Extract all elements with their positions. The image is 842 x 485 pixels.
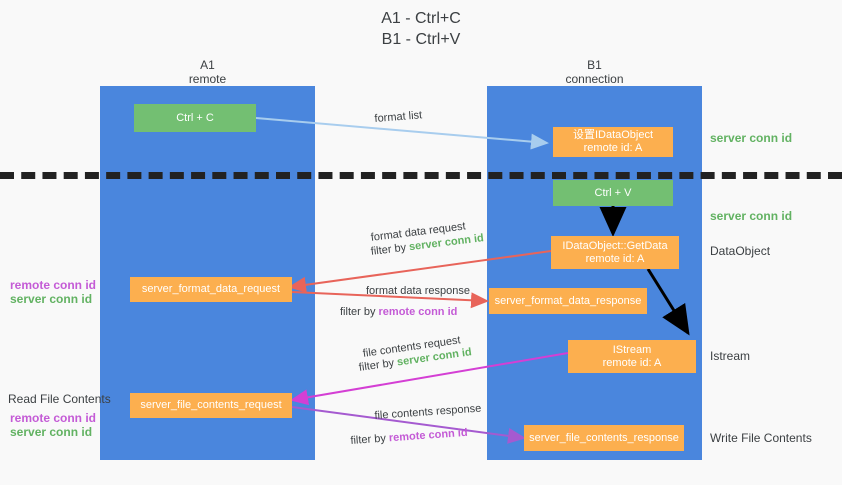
edge-label-format-data-response: format data response [366, 285, 470, 297]
phase-divider [0, 172, 842, 179]
arrow-file-contents-response [291, 406, 526, 444]
column-header-b1-sub: connection [565, 72, 624, 86]
column-header-b1: B1 connection [487, 58, 702, 86]
filter-value-remote-conn-id: remote conn id [378, 306, 458, 318]
label-server-conn-id-mid: server conn id [710, 209, 793, 223]
label-server-conn-id-lower: server conn id [10, 425, 93, 439]
title-line-2: B1 - Ctrl+V [381, 31, 461, 48]
box-istream[interactable]: IStream remote id: A [568, 340, 696, 373]
label-write-file-contents: Write File Contents [710, 431, 812, 445]
box-ctrl-v[interactable]: Ctrl + V [553, 180, 673, 206]
box-getdata-line1: IDataObject::GetData [562, 239, 668, 252]
column-header-a1-sub: remote [188, 72, 227, 86]
box-server-file-contents-request[interactable]: server_file_contents_request [130, 393, 292, 418]
box-server-format-data-request[interactable]: server_format_data_request [130, 277, 292, 302]
title-line-1: A1 - Ctrl+C [381, 10, 461, 27]
column-header-a1: A1 remote [100, 58, 315, 86]
label-server-conn-id-top: server conn id [710, 131, 793, 145]
label-istream: Istream [710, 349, 751, 363]
filter-prefix: filter by [340, 306, 379, 318]
arrow-format-data-response [291, 291, 489, 309]
arrow-getdata-to-istream [646, 268, 690, 336]
box-set-idataobject-line1: 设置IDataObject [572, 129, 654, 141]
column-header-b1-name: B1 [587, 58, 602, 72]
arrow-file-contents-request [290, 352, 569, 406]
label-read-file-contents: Read File Contents [8, 392, 111, 406]
label-remote-conn-id-upper: remote conn id [10, 278, 97, 292]
box-idataobject-getdata[interactable]: IDataObject::GetData remote id: A [551, 236, 679, 269]
arrow-format-data-request [288, 250, 552, 293]
box-server-format-data-response[interactable]: server_format_data_response [489, 288, 647, 314]
arrow-format-list [255, 117, 549, 150]
label-dataobject: DataObject [710, 244, 771, 258]
box-ctrl-c[interactable]: Ctrl + C [134, 104, 256, 132]
column-header-a1-name: A1 [200, 58, 215, 72]
box-istream-line2: remote id: A [602, 356, 662, 369]
filter-prefix: filter by [350, 432, 390, 447]
label-server-conn-id-upper: server conn id [10, 292, 93, 306]
diagram-title: A1 - Ctrl+C B1 - Ctrl+V [0, 8, 842, 50]
edge-label-format-data-response-filter: filter by remote conn id [340, 305, 457, 319]
box-istream-line1: IStream [612, 343, 652, 356]
box-set-idataobject-line2: remote id: A [583, 142, 643, 154]
box-getdata-line2: remote id: A [585, 252, 645, 265]
label-remote-conn-id-lower: remote conn id [10, 411, 97, 425]
box-set-idataobject[interactable]: 设置IDataObject remote id: A [553, 127, 673, 157]
box-server-file-contents-response[interactable]: server_file_contents_response [524, 425, 684, 451]
